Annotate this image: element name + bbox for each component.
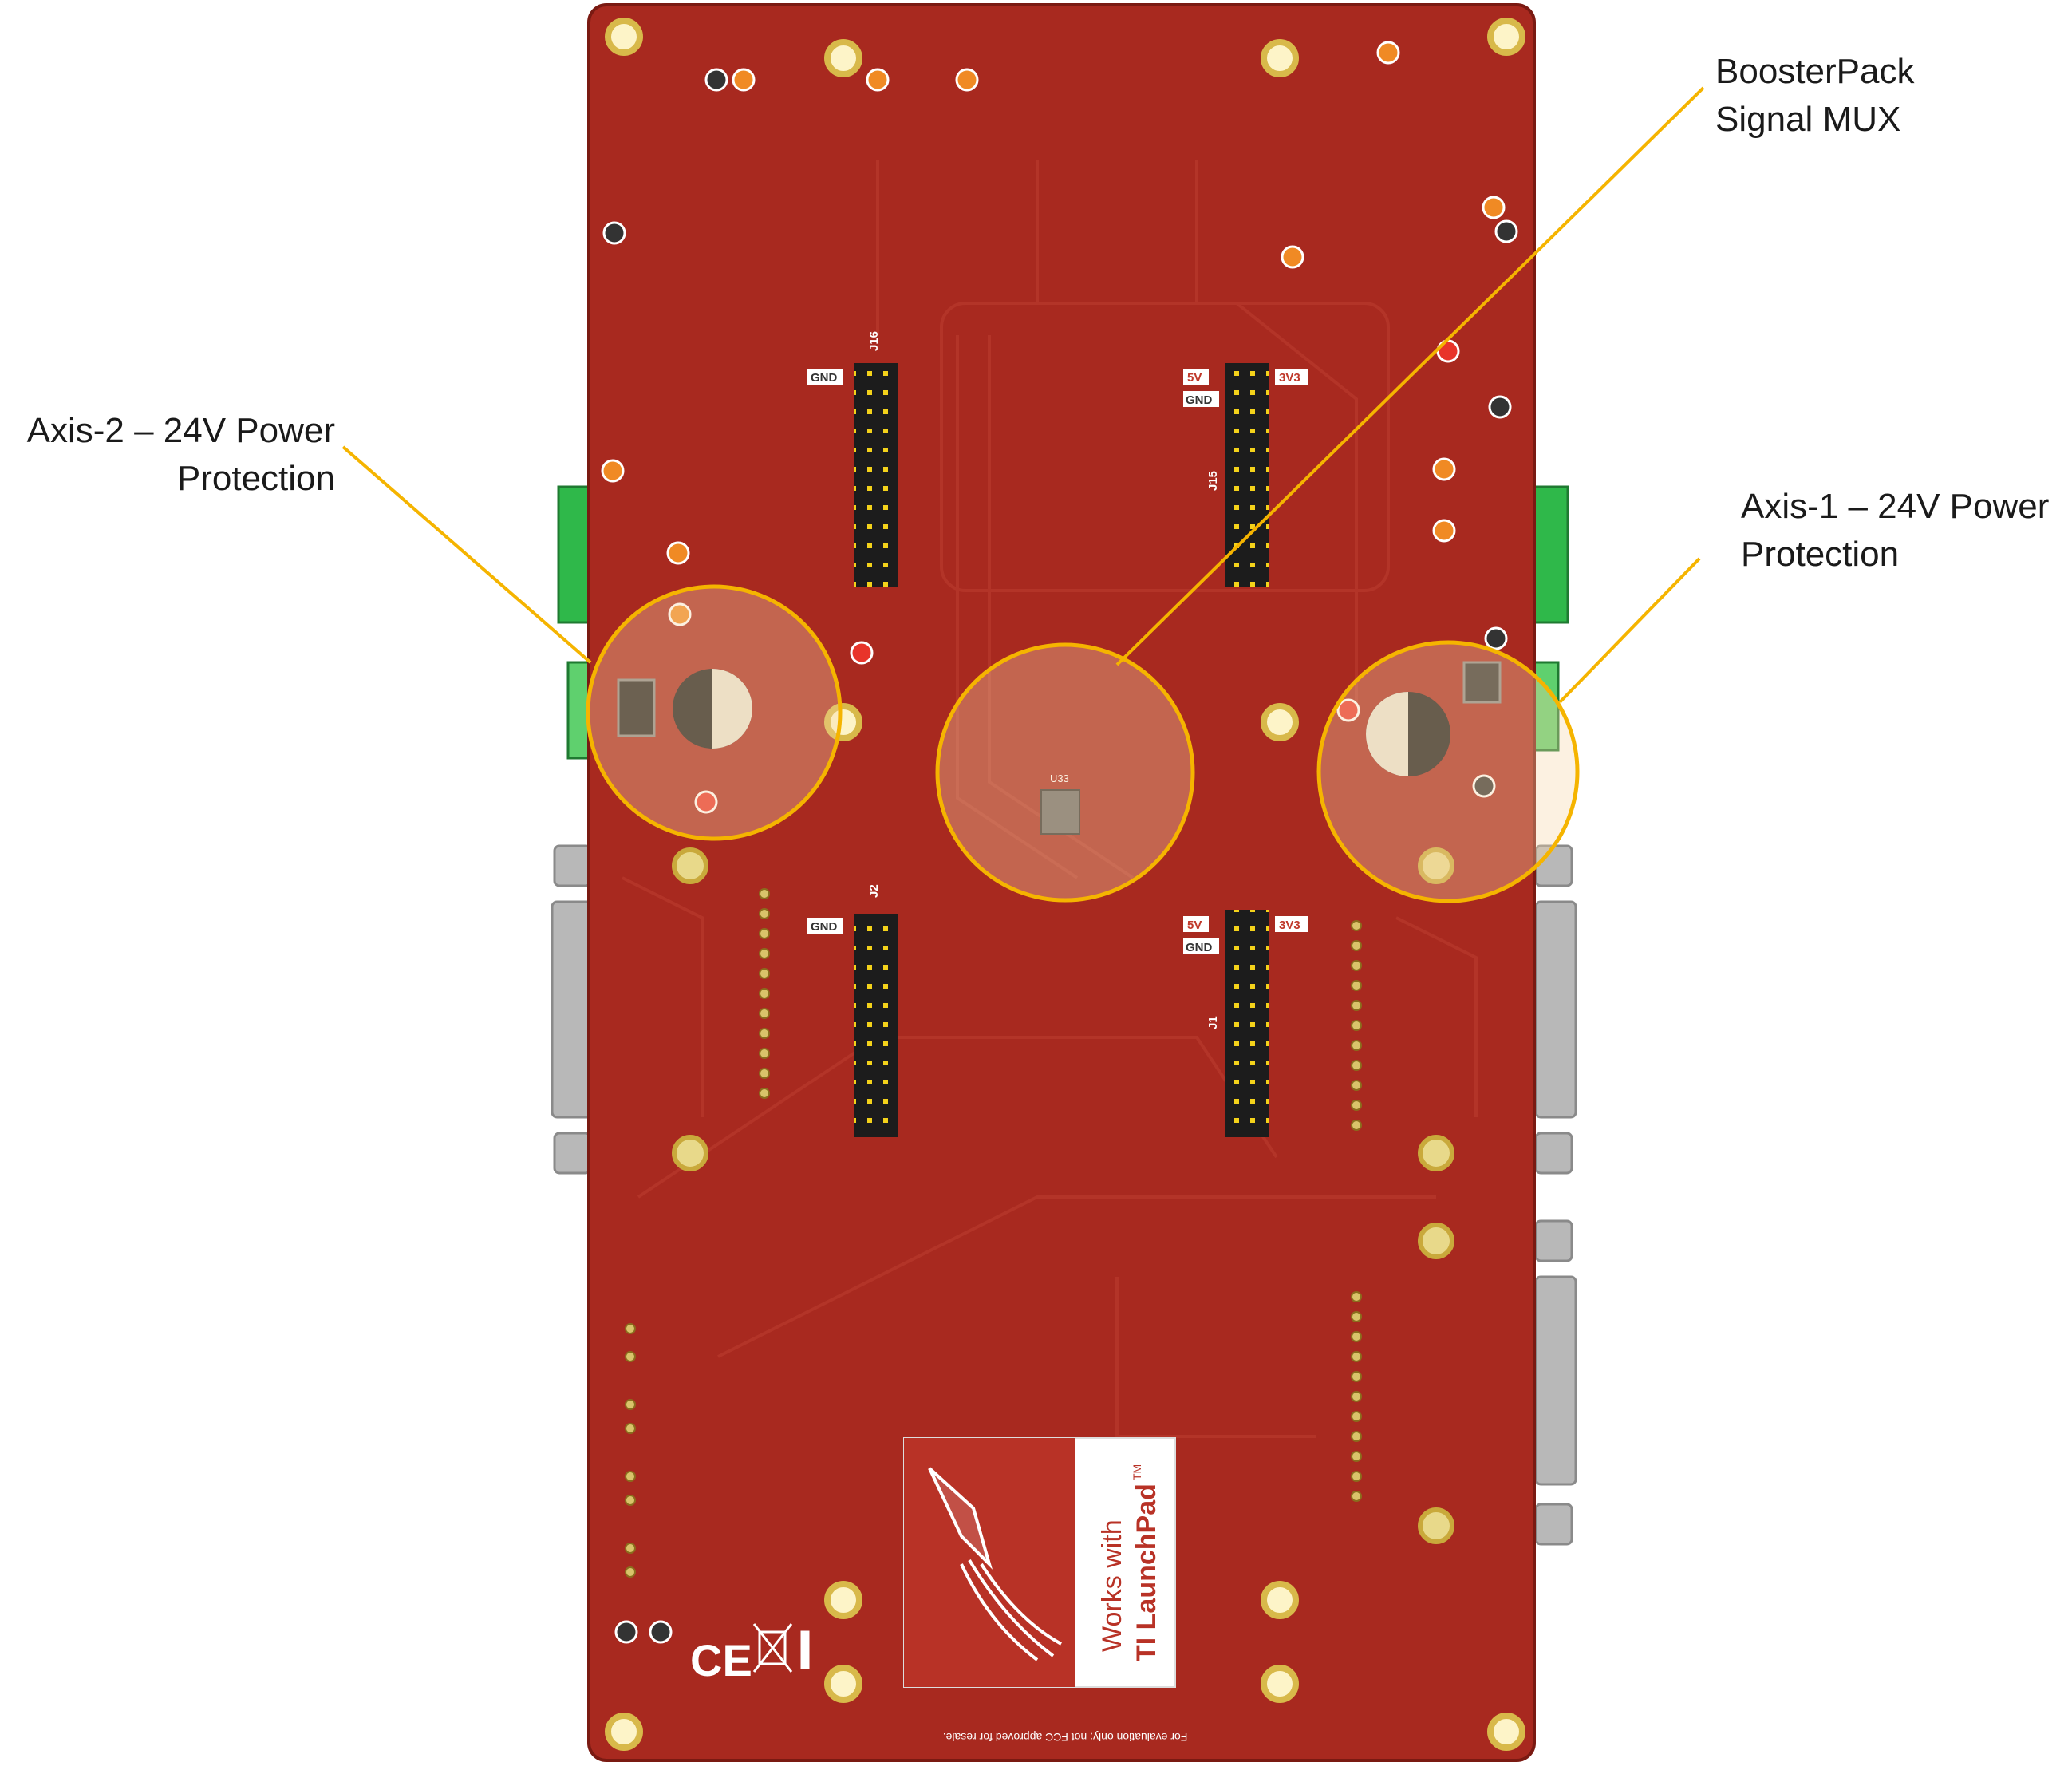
db9-connector-right: [1534, 844, 1577, 1546]
weee-bin-icon: [752, 1623, 810, 1673]
highlight-axis1: [1316, 640, 1580, 903]
label-3v3-j15: 3V3: [1279, 371, 1300, 385]
highlight-rings: [586, 584, 1580, 903]
pcb-board: [587, 3, 1536, 1762]
ce-mark: CE: [690, 1635, 752, 1685]
logo-line2: TI LaunchPad: [1131, 1484, 1162, 1661]
callout-mux-label: BoosterPack Signal MUX: [1715, 52, 1915, 139]
leader-lines: [341, 86, 1705, 704]
label-j2: J2: [867, 884, 881, 898]
label-gnd-j2: GND: [811, 920, 838, 934]
logo-line1: Works with: [1097, 1519, 1127, 1652]
terminal-block-left: [557, 485, 594, 760]
label-j1: J1: [1206, 1016, 1220, 1029]
callout-axis2-label: Axis-2 – 24V Power Protection: [26, 411, 335, 498]
pin-rows: [625, 888, 1362, 1578]
header-j16: [854, 363, 898, 587]
footer-note: For evaluation only; not FCC approved fo…: [943, 1731, 1188, 1744]
screw-posts: [672, 847, 1454, 1544]
rocket-icon: [928, 1467, 1062, 1661]
header-j2: [854, 914, 898, 1137]
highlight-axis2: [586, 584, 843, 841]
left-power-components: [617, 669, 752, 749]
label-j16: J16: [867, 331, 881, 351]
callout-axis1-label: Axis-1 – 24V Power Protection: [1741, 487, 2050, 574]
label-gnd-j16: GND: [811, 371, 838, 385]
header-j15: [1225, 363, 1269, 587]
logo-tm: TM: [1131, 1464, 1143, 1480]
label-j15: J15: [1206, 471, 1220, 491]
right-power-components: [1366, 661, 1502, 776]
mounting-holes: [605, 18, 1525, 1751]
label-3v3-j1: 3V3: [1279, 919, 1300, 932]
label-5v-j1: 5V: [1187, 919, 1202, 932]
launchpad-logo: Works with TI LaunchPad TM: [903, 1437, 1176, 1688]
label-5v-j15: 5V: [1187, 371, 1202, 385]
label-gnd-j1: GND: [1186, 941, 1213, 954]
label-u33: U33: [1050, 772, 1069, 784]
header-j1: [1225, 910, 1269, 1137]
pcb-traces: [622, 160, 1478, 1438]
chip-u33: U33: [1040, 772, 1080, 835]
db9-connector-left: [551, 844, 594, 1175]
highlight-mux: [935, 642, 1195, 903]
label-gnd-j15: GND: [1186, 393, 1213, 407]
